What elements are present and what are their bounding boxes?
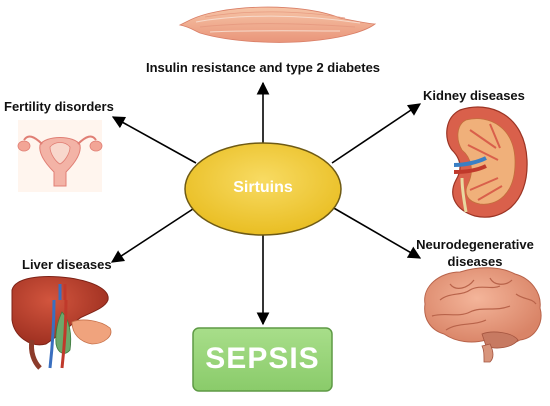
uterus-icon	[17, 120, 103, 192]
neuro-label-line1: Neurodegenerative	[416, 237, 534, 252]
kidney-label: Kidney diseases	[423, 88, 525, 103]
sepsis-label: SEPSIS	[205, 342, 320, 375]
brain-icon	[424, 267, 542, 363]
arrow-to-kidney	[331, 103, 422, 164]
kidney-icon	[446, 106, 528, 218]
arrow-to-neuro	[331, 206, 422, 259]
sirtuins-label: Sirtuins	[233, 179, 293, 196]
liver-label: Liver diseases	[22, 257, 112, 272]
insulin-label: Insulin resistance and type 2 diabetes	[145, 60, 381, 75]
muscle-icon	[178, 6, 377, 43]
arrows	[110, 81, 422, 326]
neuro-label-line2: diseases	[447, 254, 503, 269]
liver-icon	[11, 276, 112, 370]
sepsis-box	[192, 327, 333, 392]
arrow-to-fertility	[111, 116, 197, 164]
sirtuins-ellipse	[184, 142, 342, 236]
arrow-to-liver	[110, 206, 197, 263]
fertility-label: Fertility disorders	[4, 99, 114, 114]
